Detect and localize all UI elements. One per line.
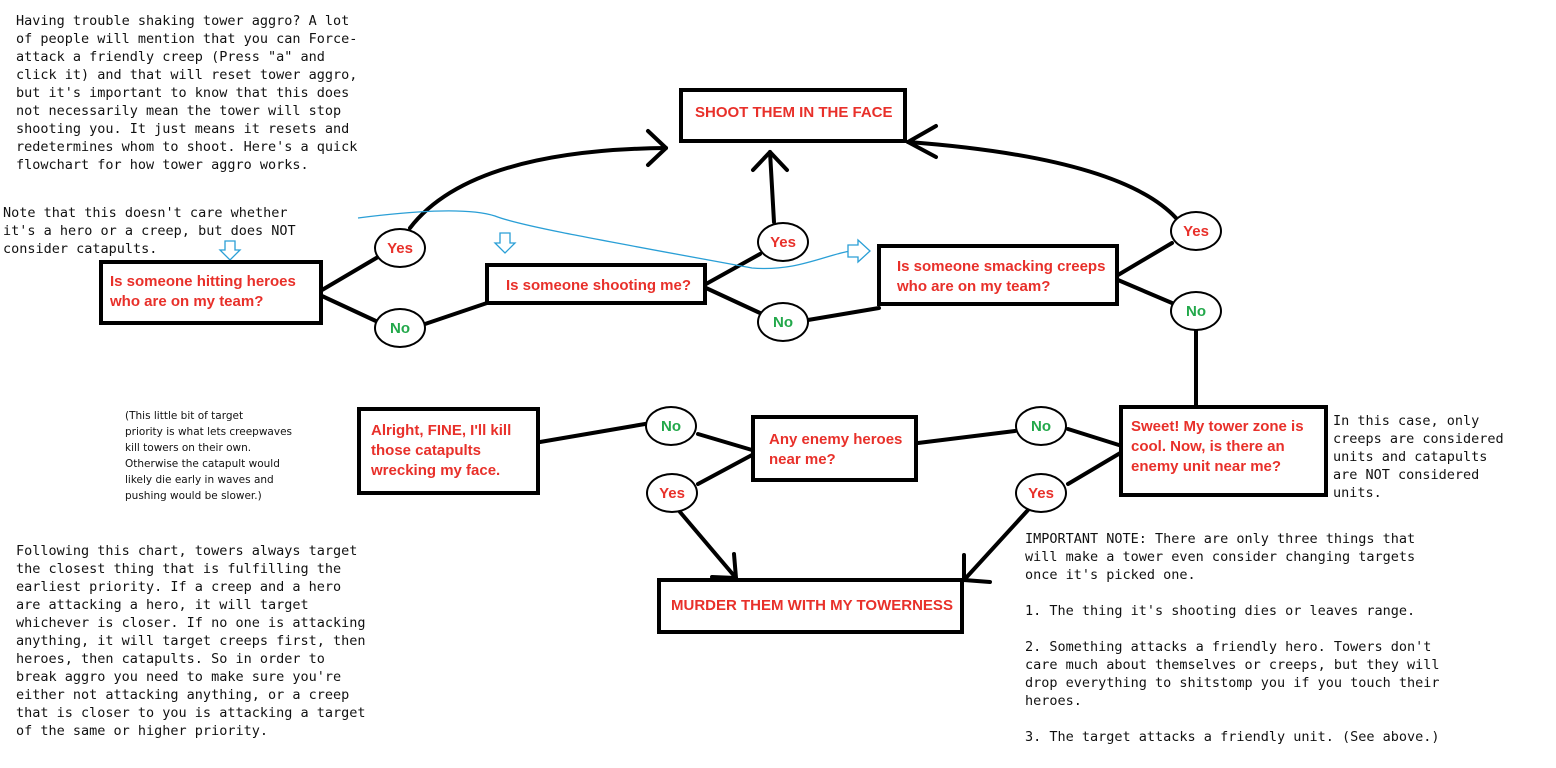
intro-text: Having trouble shaking tower aggro? A lo… [16,13,358,173]
line-shooting-to-yes [704,252,762,286]
answer-no-tower-zone: No [1015,406,1067,446]
line-hitting-to-no [320,294,380,324]
line-enemy-to-yes [696,453,754,486]
answer-no-shooting-me: No [757,302,809,342]
units-note: In this case, only creeps are considered… [1333,413,1504,501]
annotation-arrows [218,210,871,270]
box-enemy-heroes-label: Any enemy heroes near me? [769,431,903,468]
line-smacking-to-yes [1116,241,1174,277]
box-tower-zone: Sweet! My tower zone is cool. Now, is th… [1119,405,1328,497]
annotation-arrow-down-2 [493,232,517,254]
answer-no-smacking-creeps: No [1170,291,1222,331]
box-tower-zone-label: Sweet! My tower zone is cool. Now, is th… [1131,418,1304,475]
box-shooting-me: Is someone shooting me? [485,263,707,305]
arrowhead-shoot-right [906,124,938,159]
line-tower-to-no [1066,427,1124,448]
answer-yes-shooting-me: Yes [757,222,809,262]
box-shooting-me-label: Is someone shooting me? [506,277,692,294]
box-murder: MURDER THEM WITH MY TOWERNESS [657,578,964,634]
line-no2-to-smacking [806,306,881,322]
box-enemy-heroes: Any enemy heroes near me? [751,415,918,482]
line-no4-to-enemy-heroes [916,429,1017,445]
answer-yes-enemy-heroes: Yes [646,473,698,513]
box-murder-label: MURDER THEM WITH MY TOWERNESS [671,597,953,614]
box-kill-catapults-label: Alright, FINE, I'll kill those catapults… [371,422,512,479]
line-no-to-shooting-me [423,301,489,326]
answer-yes-smacking-creeps: Yes [1170,211,1222,251]
line-yes2-to-shoot [768,150,776,224]
box-shoot-them-in-the-face: SHOOT THEM IN THE FACE [679,88,907,143]
arrowhead-shoot-left [646,129,668,167]
line-enemy-to-no [696,432,754,452]
box-smacking-creeps: Is someone smacking creeps who are on my… [877,244,1119,306]
important-note: IMPORTANT NOTE: There are only three thi… [1025,531,1440,745]
annotation-arrow-right [847,238,871,264]
line-yes3-to-shoot [906,140,1178,220]
line-smacking-to-no [1116,278,1174,305]
box-shoot-label: SHOOT THEM IN THE FACE [695,104,893,121]
answer-no-hitting-heroes: No [374,308,426,348]
annotation-curve [357,210,859,270]
line-no5-to-catapults [538,422,647,444]
box-kill-catapults: Alright, FINE, I'll kill those catapults… [357,407,540,495]
line-yes4-to-murder [962,508,1030,582]
line-shooting-to-no [704,286,762,315]
line-yes5-to-murder [678,510,738,580]
arrowhead-shoot-up [751,150,789,172]
box-hitting-heroes-label: Is someone hitting heroes who are on my … [110,273,296,310]
answer-yes-hitting-heroes: Yes [374,228,426,268]
annotation-arrow-down-1 [218,240,242,261]
note-text: Note that this doesn't care whether it's… [3,205,296,257]
line-tower-to-yes [1066,450,1124,486]
box-smacking-creeps-label: Is someone smacking creeps who are on my… [897,258,1106,295]
line-hitting-to-yes [320,255,380,292]
answer-yes-tower-zone: Yes [1015,473,1067,513]
answer-no-enemy-heroes: No [645,406,697,446]
arrowhead-murder-right [962,553,992,584]
box-hitting-heroes: Is someone hitting heroes who are on my … [99,260,323,325]
line-yes-to-shoot [408,146,668,230]
target-priority-note: (This little bit of target priority is w… [125,410,292,502]
chart-explanation: Following this chart, towers always targ… [16,543,366,739]
